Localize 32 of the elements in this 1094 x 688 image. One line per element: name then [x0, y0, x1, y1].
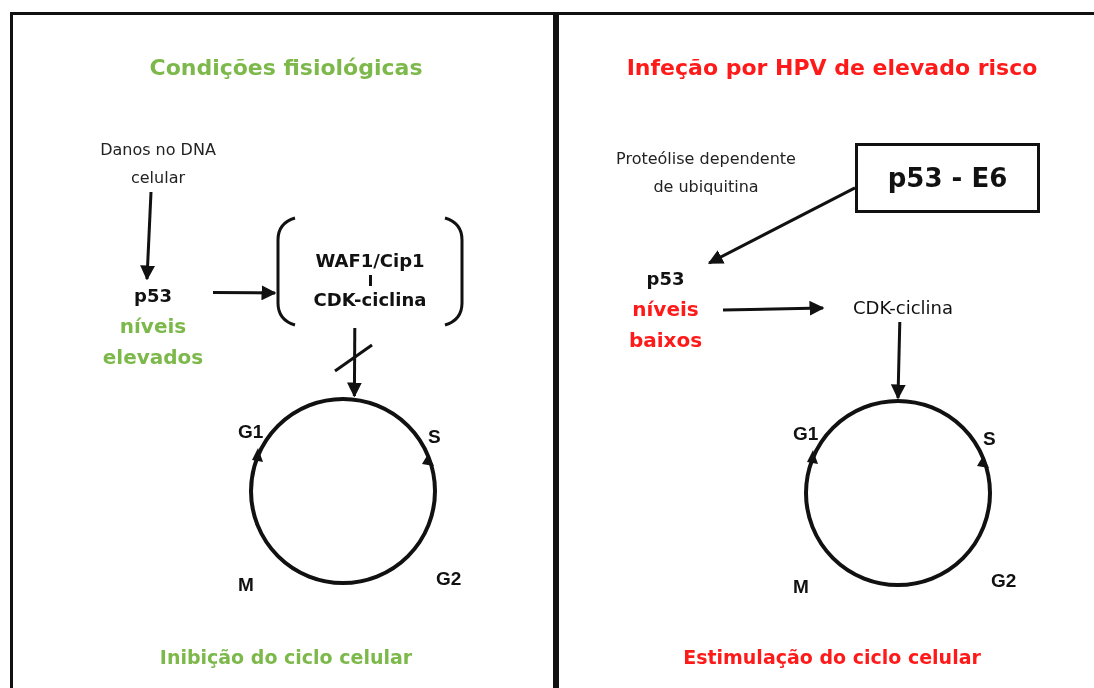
phase-label: G2 — [436, 568, 462, 590]
phase-label: S — [983, 428, 996, 450]
level-label: níveis baixos — [627, 296, 704, 354]
arrow — [347, 328, 362, 398]
protein-label: WAF1/Cip1 — [315, 249, 425, 273]
annotation-text: Proteólise dependente de ubiquitina — [616, 148, 796, 198]
panel-title: Condições fisiológicas — [148, 54, 424, 82]
panel — [556, 12, 1094, 688]
phase-label: G2 — [991, 570, 1017, 592]
protein-label: CDK-ciclina — [852, 296, 954, 320]
protein-label: p53 — [646, 267, 685, 291]
annotation-text: Danos no DNA celular — [99, 139, 217, 189]
phase-label: M — [238, 574, 254, 596]
panel-caption: Estimulação do ciclo celular — [682, 645, 982, 670]
panel — [10, 12, 556, 688]
complex-label: p53 - E6 — [887, 162, 1008, 194]
arrow — [722, 300, 825, 316]
phase-label: G1 — [238, 421, 264, 443]
arrow — [890, 321, 906, 400]
protein-label: CDK-ciclina — [313, 288, 427, 312]
complex-bracket — [275, 215, 465, 328]
panel-caption: Inibição do ciclo celular — [158, 645, 414, 670]
level-label: níveis elevados — [101, 313, 205, 371]
phase-label: G1 — [793, 423, 819, 445]
arrow — [213, 285, 277, 301]
arrow — [707, 186, 856, 265]
protein-label: p53 — [134, 284, 172, 308]
complex-box — [855, 143, 1040, 213]
arrow — [140, 191, 156, 281]
phase-label: S — [428, 426, 441, 448]
panel-title: Infeção por HPV de elevado risco — [625, 54, 1039, 82]
phase-label: M — [793, 576, 809, 598]
